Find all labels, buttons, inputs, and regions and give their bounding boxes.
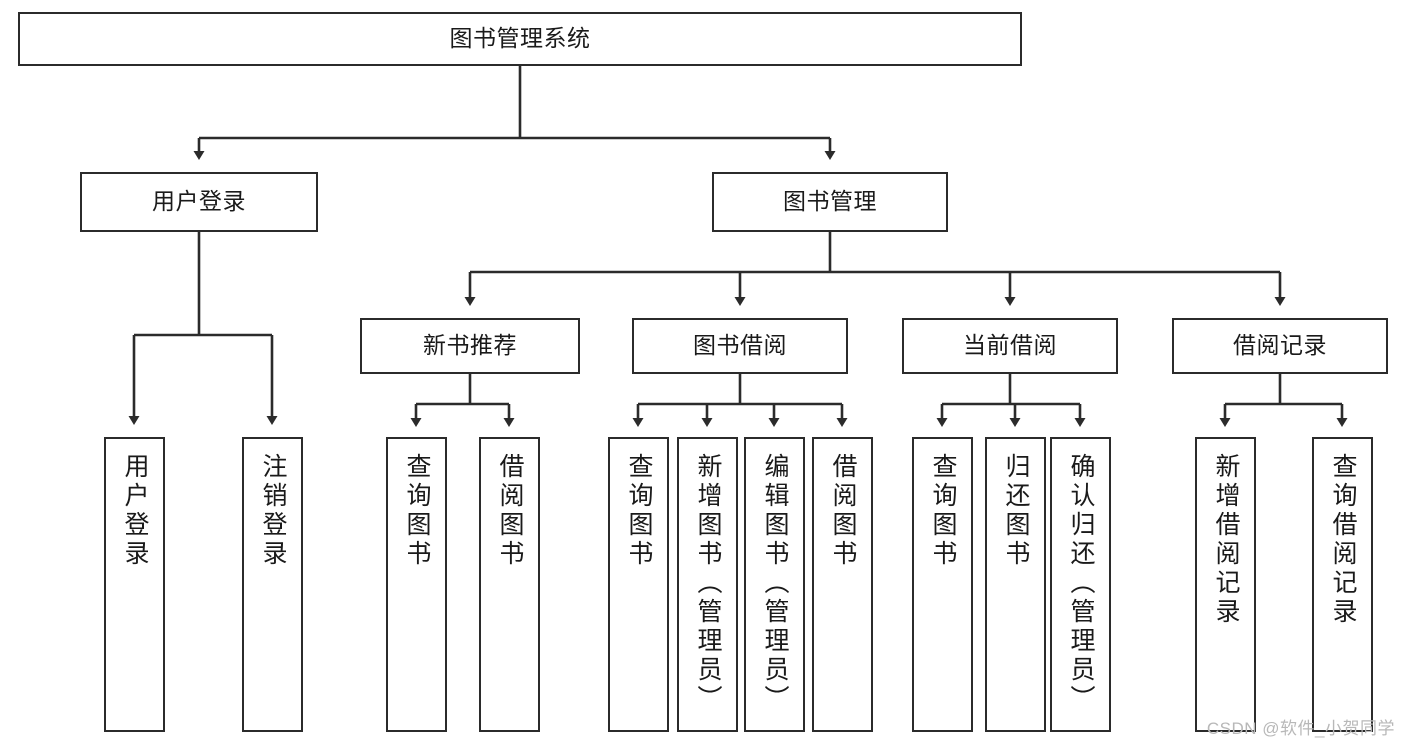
node-label: 新增借阅记录 [1212, 453, 1240, 627]
node-leaf-query-book-current[interactable]: 查询图书 [912, 437, 973, 732]
node-label: 查询图书 [403, 453, 431, 569]
node-leaf-confirm-return-admin[interactable]: 确认归还（管理员） [1050, 437, 1111, 732]
node-user-login[interactable]: 用户登录 [80, 172, 318, 232]
node-leaf-borrow-book-rec[interactable]: 借阅图书 [479, 437, 540, 732]
node-leaf-add-borrow-record[interactable]: 新增借阅记录 [1195, 437, 1256, 732]
node-label: 新书推荐 [423, 332, 517, 359]
node-current-borrow[interactable]: 当前借阅 [902, 318, 1118, 374]
node-leaf-borrow-book[interactable]: 借阅图书 [812, 437, 873, 732]
node-borrow-record[interactable]: 借阅记录 [1172, 318, 1388, 374]
node-leaf-query-book-rec[interactable]: 查询图书 [386, 437, 447, 732]
node-leaf-user-login[interactable]: 用户登录 [104, 437, 165, 732]
node-leaf-user-logout[interactable]: 注销登录 [242, 437, 303, 732]
node-label: 用户登录 [121, 453, 149, 569]
node-leaf-add-book-admin[interactable]: 新增图书（管理员） [677, 437, 738, 732]
node-label: 图书借阅 [693, 332, 787, 359]
node-leaf-query-borrow-record[interactable]: 查询借阅记录 [1312, 437, 1373, 732]
node-new-book-recommend[interactable]: 新书推荐 [360, 318, 580, 374]
node-leaf-return-book[interactable]: 归还图书 [985, 437, 1046, 732]
node-label: 图书管理系统 [449, 25, 591, 52]
node-label: 图书管理 [783, 188, 877, 215]
node-label: 借阅记录 [1233, 332, 1327, 359]
node-label: 借阅图书 [496, 453, 524, 569]
node-leaf-edit-book-admin[interactable]: 编辑图书（管理员） [744, 437, 805, 732]
node-label: 用户登录 [152, 188, 246, 215]
node-label: 注销登录 [259, 453, 287, 569]
node-book-borrow[interactable]: 图书借阅 [632, 318, 848, 374]
node-label: 编辑图书（管理员） [761, 453, 789, 714]
node-label: 当前借阅 [963, 332, 1057, 359]
node-label: 借阅图书 [829, 453, 857, 569]
node-label: 确认归还（管理员） [1067, 453, 1095, 714]
watermark-text: CSDN @软件_小贺同学 [1206, 719, 1395, 738]
node-book-manage[interactable]: 图书管理 [712, 172, 948, 232]
node-label: 查询借阅记录 [1329, 453, 1357, 627]
node-label: 归还图书 [1002, 453, 1030, 569]
node-leaf-query-book-borrow[interactable]: 查询图书 [608, 437, 669, 732]
node-label: 新增图书（管理员） [694, 453, 722, 714]
node-root-system[interactable]: 图书管理系统 [18, 12, 1022, 66]
node-label: 查询图书 [929, 453, 957, 569]
node-label: 查询图书 [625, 453, 653, 569]
